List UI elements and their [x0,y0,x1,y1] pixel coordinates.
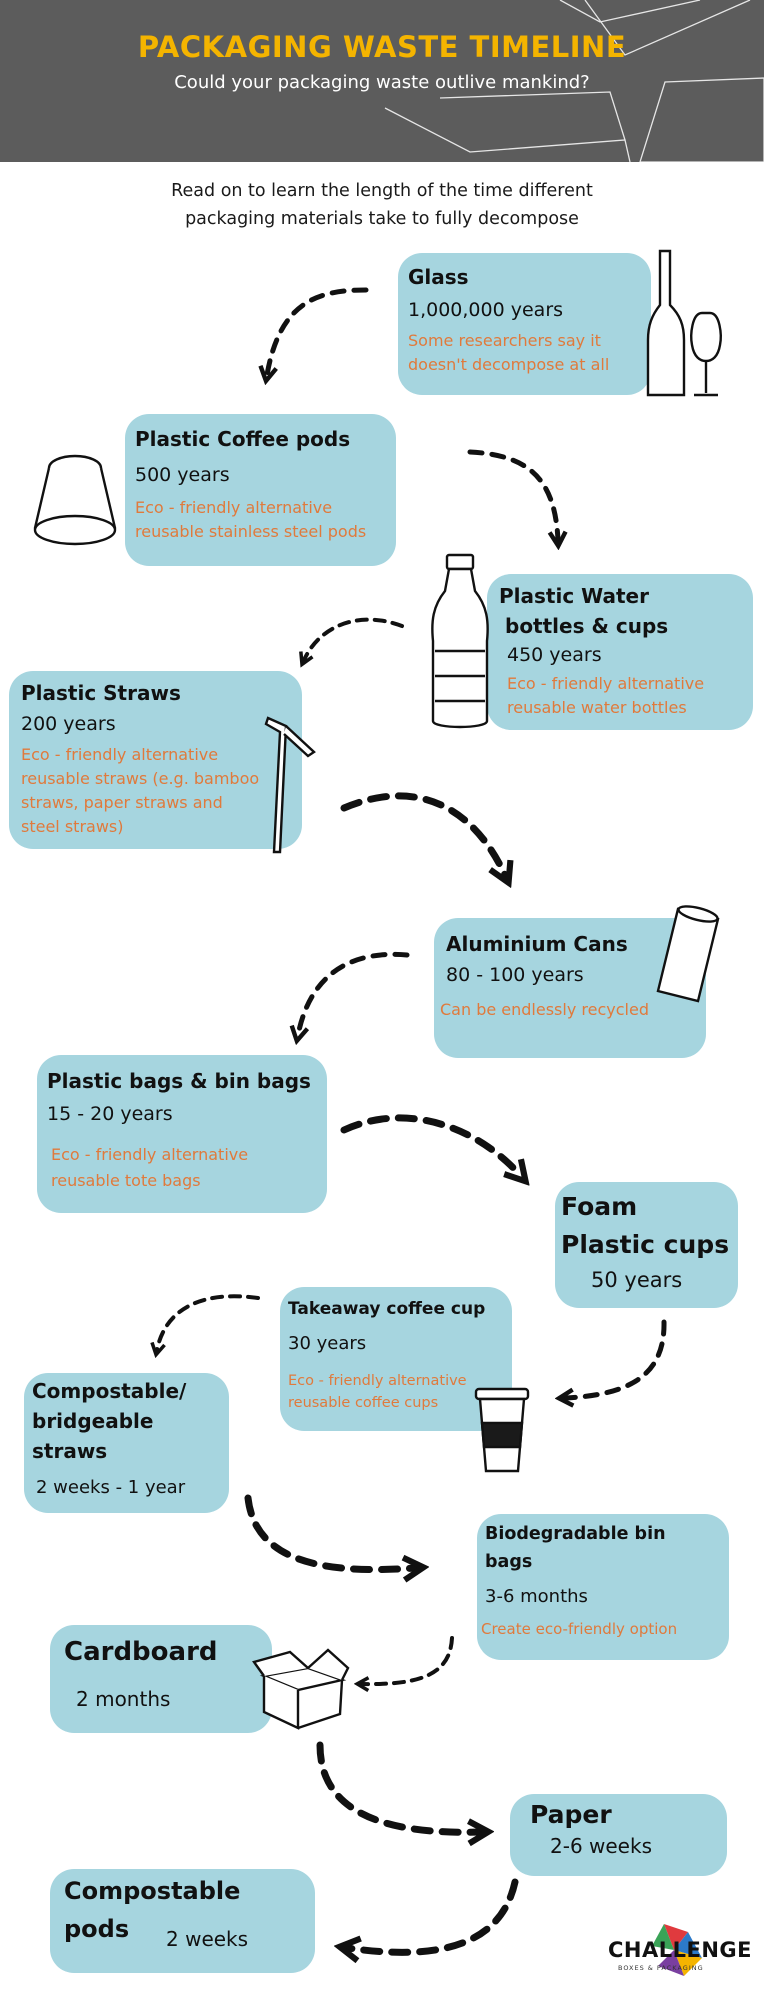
compostable-straws-name-1: Compostable/ [32,1379,187,1403]
intro-line-2: packaging materials take to fully decomp… [185,209,579,229]
logo-mark-icon [652,1924,702,1976]
coffee-pods-note-1: Eco - friendly alternative [135,498,333,517]
arrow-bags-to-foam [340,1114,520,1175]
water-bottles-note-2: reusable water bottles [507,698,687,717]
straws-note-4: steel straws) [21,817,124,836]
straws-name: Plastic Straws [21,681,181,705]
card-takeaway-cup: Takeaway coffee cup 30 years Eco - frien… [280,1287,512,1431]
arrow-bottles-to-straws [304,617,404,660]
card-foam-cups: Foam Plastic cups 50 years [555,1182,738,1308]
arrow-takeaway-to-compostable [157,1294,260,1350]
paper-duration: 2-6 weeks [550,1834,652,1858]
card-biodegradable-bin-bags: Biodegradable bin bags 3-6 months Create… [477,1514,729,1660]
card-cardboard: Cardboard 2 months [50,1625,272,1733]
takeaway-name: Takeaway coffee cup [288,1299,486,1319]
straws-note-3: straws, paper straws and [21,793,223,812]
coffee-pods-note-2: reusable stainless steel pods [135,522,367,541]
card-compostable-pods: Compostable pods 2 weeks [50,1869,315,1973]
cans-duration: 80 - 100 years [446,964,584,986]
compostable-straws-name-2: bridgeable [32,1409,154,1433]
bin-bags-name-1: Biodegradable bin [485,1524,666,1544]
cans-name: Aluminium Cans [446,932,628,956]
card-water-bottles: Plastic Water bottles & cups 450 years E… [487,574,753,730]
takeaway-cup-icon [474,1387,530,1473]
glass-note-1: Some researchers say it [408,331,601,350]
water-bottles-name-2: bottles & cups [505,614,669,638]
page-title: PACKAGING WASTE TIMELINE [137,30,627,64]
foam-name-2: Plastic cups [561,1230,730,1259]
cans-note-1: Can be endlessly recycled [440,1000,649,1019]
aluminium-can-icon [656,905,720,1003]
arrow-binbags-to-cardboard [362,1636,454,1684]
arrow-paper-to-compostable-pods [348,1878,519,1952]
page-subtitle: Could your packaging waste outlive manki… [174,72,590,93]
water-bottles-duration: 450 years [507,644,602,666]
arrow-cardboard-to-paper [316,1741,480,1832]
takeaway-note-1: Eco - friendly alternative [288,1373,467,1389]
arrow-straws-to-binbags [244,1494,415,1570]
compostable-pods-duration: 2 weeks [166,1927,249,1951]
straw-icon [264,716,316,854]
bin-bags-duration: 3-6 months [485,1586,588,1607]
straws-note-1: Eco - friendly alternative [21,745,219,764]
challenge-logo: CHALLENGE BOXES & PACKAGING [604,1922,752,1978]
bags-name: Plastic bags & bin bags [47,1069,311,1093]
bin-bags-name-2: bags [485,1552,533,1572]
bags-note-1: Eco - friendly alternative [51,1145,249,1164]
logo-wordmark: CHALLENGE [608,1938,753,1962]
foam-name-1: Foam [561,1192,638,1221]
arrow-straws-to-cans [340,792,505,875]
compostable-straws-duration: 2 weeks - 1 year [36,1477,186,1498]
coffee-pod-icon [33,454,117,546]
compostable-pods-name-2: pods [64,1915,130,1943]
wine-bottle-icon [646,249,722,397]
arrow-cans-to-bags [298,951,410,1035]
glass-duration: 1,000,000 years [408,299,564,321]
logo-subline: BOXES & PACKAGING [618,1964,704,1972]
foam-duration: 50 years [591,1268,683,1292]
header-decoration [384,0,764,162]
card-coffee-pods: Plastic Coffee pods 500 years Eco - frie… [125,414,396,566]
intro-line-1: Read on to learn the length of the time … [171,181,593,201]
arrow-glass-to-pods [267,287,369,375]
glass-note-2: doesn't decompose at all [408,355,610,374]
straws-duration: 200 years [21,713,116,735]
straws-note-2: reusable straws (e.g. bamboo [21,769,260,788]
intro-text: Read on to learn the length of the time … [0,177,764,233]
paper-name: Paper [530,1800,612,1829]
cardboard-box-icon [252,1648,350,1730]
coffee-pods-name: Plastic Coffee pods [135,427,351,451]
arrow-pods-to-bottles [467,449,558,540]
card-cans: Aluminium Cans 80 - 100 years Can be end… [434,918,706,1058]
compostable-straws-name-3: straws [32,1439,108,1463]
arrow-foam-to-takeaway [565,1319,667,1398]
card-bags: Plastic bags & bin bags 15 - 20 years Ec… [37,1055,327,1213]
card-straws: Plastic Straws 200 years Eco - friendly … [9,671,302,849]
water-bottle-icon [431,553,489,729]
compostable-pods-name-1: Compostable [64,1877,241,1905]
card-glass: Glass 1,000,000 years Some researchers s… [398,253,651,395]
water-bottles-note-1: Eco - friendly alternative [507,674,705,693]
card-compostable-straws: Compostable/ bridgeable straws 2 weeks -… [24,1373,229,1513]
takeaway-note-2: reusable coffee cups [288,1395,439,1411]
glass-name: Glass [408,265,469,289]
bin-bags-note-1: Create eco-friendly option [481,1620,678,1638]
takeaway-duration: 30 years [288,1333,367,1354]
cardboard-name: Cardboard [64,1637,218,1667]
coffee-pods-duration: 500 years [135,464,230,486]
water-bottles-name-1: Plastic Water [499,584,649,608]
bags-duration: 15 - 20 years [47,1103,173,1125]
cardboard-duration: 2 months [76,1687,171,1711]
bags-note-2: reusable tote bags [51,1171,201,1190]
card-paper: Paper 2-6 weeks [510,1794,727,1876]
header-banner: PACKAGING WASTE TIMELINE Could your pack… [0,0,764,162]
